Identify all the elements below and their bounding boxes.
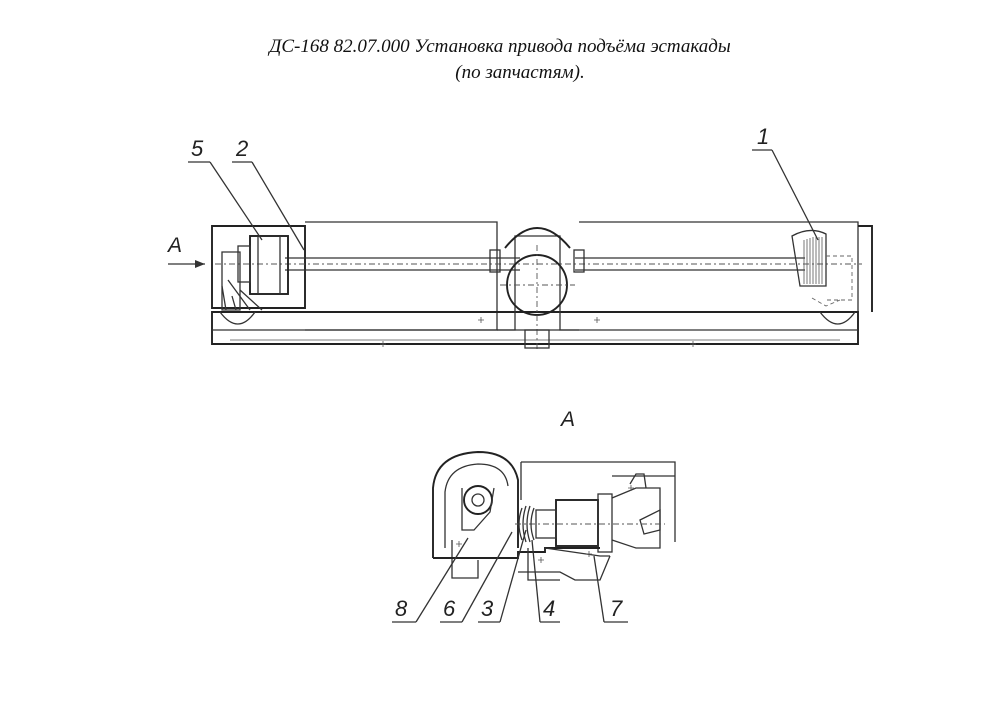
leader-4 [531,539,541,623]
section-fastener-marks [456,485,634,563]
hidden-bracket [826,255,853,301]
section-wheel-hub [471,493,485,507]
leader-6 [461,531,513,623]
section-base-bracket [544,547,610,557]
gearbox-hood [504,227,571,249]
flange-left [489,249,501,273]
right-beam-cutout [819,311,856,325]
right-cover [579,221,859,312]
motor-bracket [639,508,661,535]
section-foot [451,540,479,579]
motor-flange [597,493,613,553]
callout-3: 3 [481,596,494,621]
callout-7: 7 [610,596,623,621]
motor-terminal [629,473,647,489]
left-housing [211,225,306,309]
gearbox-frame [497,235,579,331]
motor-cover [521,461,676,542]
motor-end [611,487,661,549]
left-beam-cutout [219,311,256,325]
leader-7 [593,555,605,623]
gearbox-foot [524,329,550,349]
view-arrow-head [195,260,205,268]
callout-8: 8 [395,596,408,621]
drum-body [249,235,289,295]
callout-4: 4 [543,596,555,621]
brake-housing [791,229,827,287]
right-end-plate [858,225,873,312]
drum-hub [237,245,251,283]
drawing-title-line2: (по запчастям). [455,62,585,83]
fastener-marks [380,317,696,347]
main-view: А 5 2 1 [166,124,873,352]
section-housing [432,451,519,558]
left-cover [305,221,498,331]
coupling-brake [518,505,557,543]
section-base-top [433,547,600,559]
motor-body [555,499,599,547]
section-base-plate [527,548,560,581]
leader-1 [771,149,819,241]
leader-8 [415,537,469,623]
callout-2: 2 [235,136,248,161]
callout-5: 5 [191,136,204,161]
stand-detail [221,285,237,311]
section-label: А [559,408,575,431]
hidden-link [811,297,841,307]
section-lever [461,487,495,531]
support-stand [221,251,241,311]
section-view-a: А [392,408,676,623]
drawing-title-line1: ДС-168 82.07.000 Установка привода подъё… [269,36,731,57]
flange-right [573,249,585,273]
section-wheel [463,485,493,515]
brake-hatching [803,237,823,284]
section-housing-inner [444,463,509,548]
callout-6: 6 [443,596,456,621]
leader-2 [251,161,305,251]
leader-5 [209,161,263,241]
stand-bracing [227,279,263,311]
view-arrow-label: А [166,234,182,257]
callout-1: 1 [757,124,769,149]
leader-3 [499,529,527,623]
section-base-lower [518,555,611,581]
base-beam [211,311,859,345]
